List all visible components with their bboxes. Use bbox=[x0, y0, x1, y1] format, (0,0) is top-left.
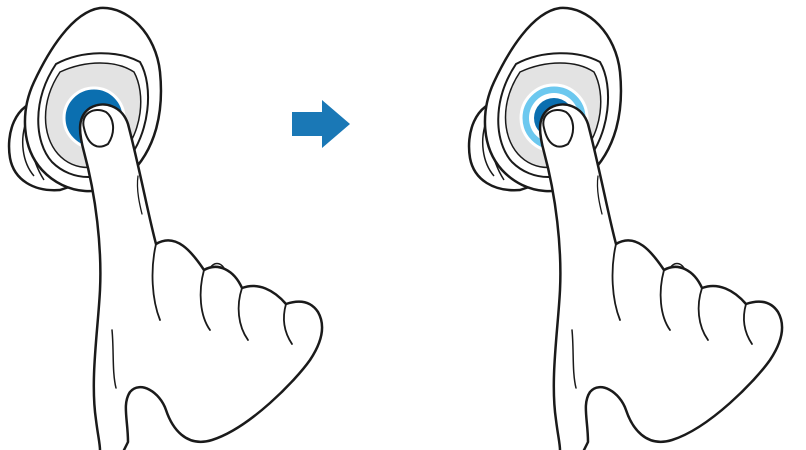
panel-before bbox=[9, 8, 322, 450]
panel-after bbox=[469, 8, 782, 450]
hand-pointer-before bbox=[80, 105, 322, 450]
hand-pointer-after bbox=[540, 105, 782, 450]
arrow-right-icon bbox=[292, 100, 350, 148]
